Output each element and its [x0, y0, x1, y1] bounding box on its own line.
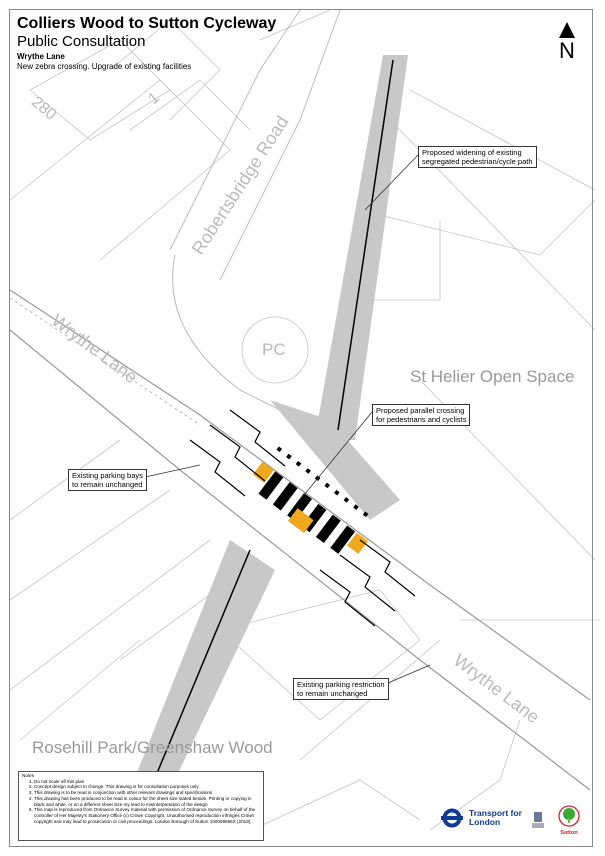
label-st-helier-open-space: St Helier Open Space: [410, 367, 575, 386]
label-pc: PC: [262, 340, 286, 359]
callout-parking-restriction: Existing parking restriction to remain u…: [293, 678, 389, 700]
title-block: Colliers Wood to Sutton Cycleway Public …: [17, 14, 276, 71]
sutton-logo: Sutton: [557, 805, 581, 836]
description-label: New zebra crossing. Upgrade of existing …: [17, 62, 192, 71]
wrythe-lane-south-kerb: [9, 329, 591, 791]
note-item: This drawing is to be read in conjunctio…: [34, 790, 260, 796]
note-item: Do not scale off this plan: [34, 779, 260, 785]
tfl-wordmark: Transport for London: [469, 808, 522, 827]
tfl-roundel-icon: [441, 808, 463, 828]
parallel-crossing: [252, 446, 369, 554]
sutton-tree-icon: [558, 805, 580, 827]
sutton-wordmark: Sutton: [560, 830, 578, 836]
note-item: Concept design subject to change. This d…: [34, 784, 260, 790]
label-rosehill-park: Rosehill Park/Greenshaw Wood: [32, 738, 273, 757]
north-label: N: [559, 38, 575, 63]
footway-north-east: [270, 400, 400, 520]
notes-heading: Notes: [22, 773, 35, 778]
sheet-border: [9, 9, 593, 847]
wrythe-lane-north-kerb: [9, 289, 591, 701]
location-label: Wrythe Lane: [17, 52, 65, 61]
callout-parking-bays: Existing parking bays to remain unchange…: [68, 469, 147, 491]
drawing-title: Colliers Wood to Sutton Cycleway: [17, 15, 277, 32]
drawing-subtitle: Public Consultation: [17, 33, 146, 50]
parking-bays: [189, 409, 416, 627]
north-arrow-icon: [559, 22, 575, 38]
callout-path-widening: Proposed widening of existing segregated…: [418, 146, 537, 168]
notes-box: Notes Do not scale off this plan Concept…: [18, 771, 264, 841]
borough-crest-icon: [532, 812, 544, 828]
note-item: This drawing has been produced to be rea…: [34, 796, 260, 807]
cycle-path-north: [318, 55, 408, 440]
callout-parallel-crossing: Proposed parallel crossing for pedestria…: [372, 404, 471, 426]
note-item: This map is reproduced from Ordnance Sur…: [34, 807, 260, 824]
tfl-logo: Transport for London: [440, 808, 529, 828]
